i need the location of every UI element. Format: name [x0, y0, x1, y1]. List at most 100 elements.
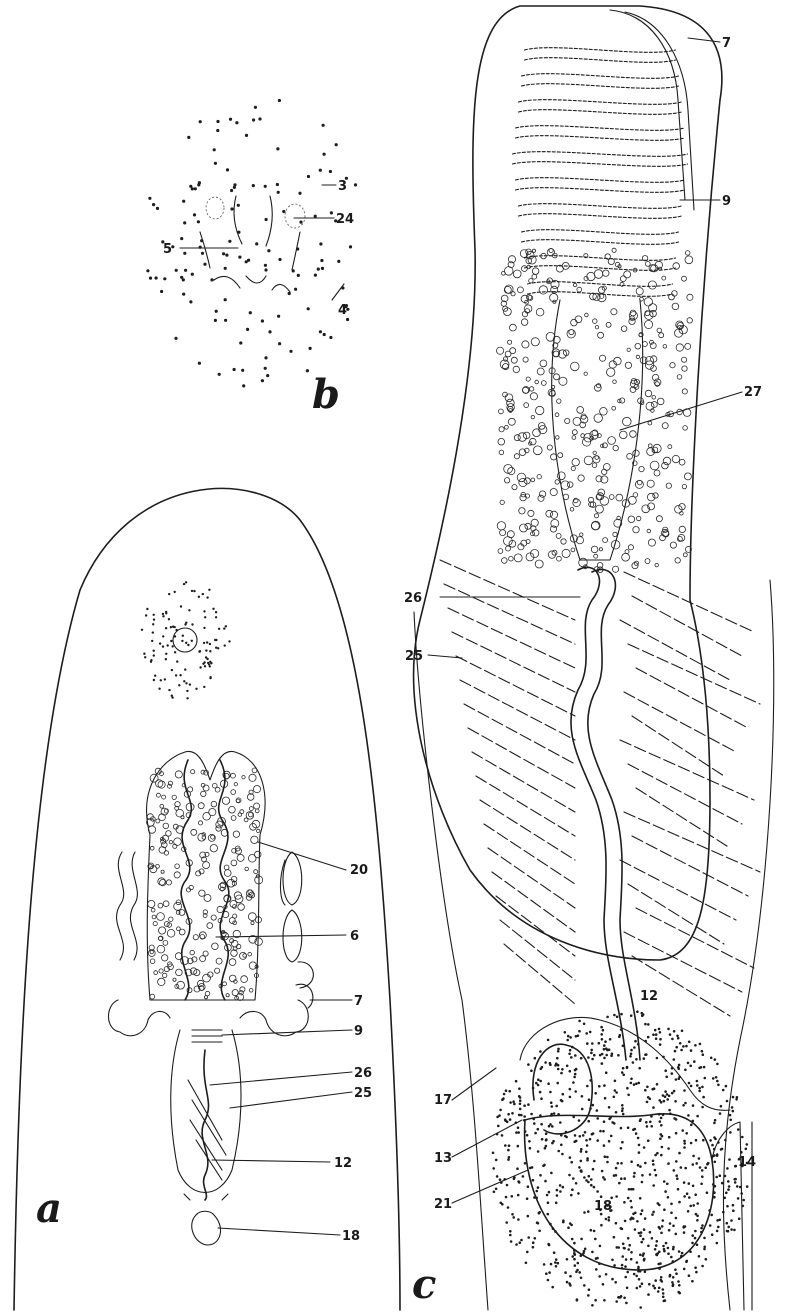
- stipple-dot: [695, 1213, 698, 1216]
- stipple-dot: [659, 1227, 662, 1230]
- stipple-dot: [606, 1156, 609, 1159]
- cell: [526, 377, 530, 381]
- stipple-dot: [543, 1263, 546, 1266]
- stipple-dot: [534, 1237, 537, 1240]
- stipple-dot: [571, 1188, 574, 1191]
- cell: [157, 945, 165, 953]
- stipple-dot: [555, 1258, 558, 1261]
- cell: [189, 885, 193, 889]
- stipple-dot: [671, 1038, 674, 1041]
- stipple-dot: [176, 660, 178, 662]
- stipple-dot: [621, 1110, 624, 1113]
- cell: [541, 381, 546, 386]
- stipple-dot: [652, 1184, 655, 1187]
- stipple-dot: [661, 1225, 664, 1228]
- stipple-dot: [719, 1112, 722, 1115]
- stipple-dot: [298, 192, 301, 195]
- cell: [523, 357, 528, 362]
- stipple-dot: [714, 1058, 717, 1061]
- stipple-dot: [638, 1278, 641, 1281]
- stipple-dot: [572, 1081, 575, 1084]
- stipple-dot: [562, 1186, 565, 1189]
- stipple-dot: [667, 1028, 670, 1031]
- stipple-dot: [314, 274, 317, 277]
- stipple-dot: [185, 682, 187, 684]
- stipple-dot: [600, 1033, 603, 1036]
- stipple-dot: [732, 1204, 735, 1207]
- stipple-dot: [728, 1158, 731, 1161]
- panel-a-label-20: 20: [350, 863, 368, 878]
- cell: [683, 426, 688, 431]
- stipple-dot: [239, 341, 242, 344]
- stipple-dot: [663, 1100, 666, 1103]
- stipple-dot: [674, 1268, 677, 1271]
- stipple-dot: [710, 1214, 713, 1217]
- stipple-dot: [515, 1080, 518, 1083]
- stipple-dot: [548, 1271, 551, 1274]
- stipple-dot: [638, 1144, 641, 1147]
- cell: [628, 516, 635, 523]
- stipple-dot: [652, 1106, 655, 1109]
- stipple-dot: [581, 1108, 584, 1111]
- cell: [662, 462, 669, 469]
- stipple-dot: [722, 1211, 725, 1214]
- stipple-dot: [614, 1281, 617, 1284]
- stipple-dot: [205, 649, 207, 651]
- stipple-dot: [611, 1259, 614, 1262]
- stipple-dot: [641, 1012, 644, 1015]
- cell: [556, 436, 560, 440]
- stipple-dot: [532, 1179, 535, 1182]
- cell: [676, 344, 683, 351]
- stipple-dot: [569, 1156, 572, 1159]
- stipple-dot: [659, 1137, 662, 1140]
- stipple-dot: [569, 1049, 572, 1052]
- stipple-dot: [711, 1233, 714, 1236]
- stipple-dot: [729, 1131, 732, 1134]
- stipple-dot: [602, 1130, 605, 1133]
- stipple-dot: [171, 669, 173, 671]
- muscle-fiber: [468, 728, 575, 788]
- stipple-dot: [618, 1182, 621, 1185]
- stipple-dot: [647, 1293, 650, 1296]
- stipple-dot: [153, 650, 155, 652]
- stipple-dot: [550, 1263, 553, 1266]
- stipple-dot: [648, 1283, 651, 1286]
- stipple-dot: [709, 1139, 712, 1142]
- cell: [169, 917, 173, 921]
- stipple-dot: [556, 1189, 559, 1192]
- muscle-fiber: [460, 680, 575, 740]
- stipple-dot: [506, 1121, 509, 1124]
- stipple-dot: [630, 1160, 633, 1163]
- cell: [511, 292, 515, 296]
- cell: [666, 483, 671, 488]
- stipple-dot: [636, 1287, 639, 1290]
- stipple-dot: [624, 1276, 627, 1279]
- cell: [203, 813, 211, 821]
- stipple-dot: [507, 1113, 510, 1116]
- stipple-dot: [539, 1050, 542, 1053]
- stipple-dot: [649, 1231, 652, 1234]
- stipple-dot: [660, 1232, 663, 1235]
- stipple-dot: [651, 1237, 654, 1240]
- stipple-dot: [264, 356, 267, 359]
- cell: [241, 976, 248, 983]
- stipple-dot: [213, 148, 216, 151]
- cell: [640, 297, 644, 301]
- cell: [603, 538, 608, 543]
- panel-a-label-9: 9: [354, 1024, 363, 1039]
- panel-c-pharynx-folds: [513, 48, 688, 297]
- cell: [167, 930, 175, 938]
- stipple-dot: [512, 1216, 515, 1219]
- cell: [653, 493, 658, 498]
- stipple-dot: [588, 1288, 591, 1291]
- stipple-dot: [217, 647, 219, 649]
- stipple-dot: [533, 1122, 536, 1125]
- pharynx-fold: [522, 74, 679, 89]
- panel-b-leader-4: [332, 284, 344, 300]
- stipple-dot: [647, 1023, 650, 1026]
- stipple-dot: [548, 1125, 551, 1128]
- cell: [229, 918, 235, 924]
- stipple-dot: [608, 1048, 611, 1051]
- stipple-dot: [277, 191, 280, 194]
- stipple-dot: [714, 1119, 717, 1122]
